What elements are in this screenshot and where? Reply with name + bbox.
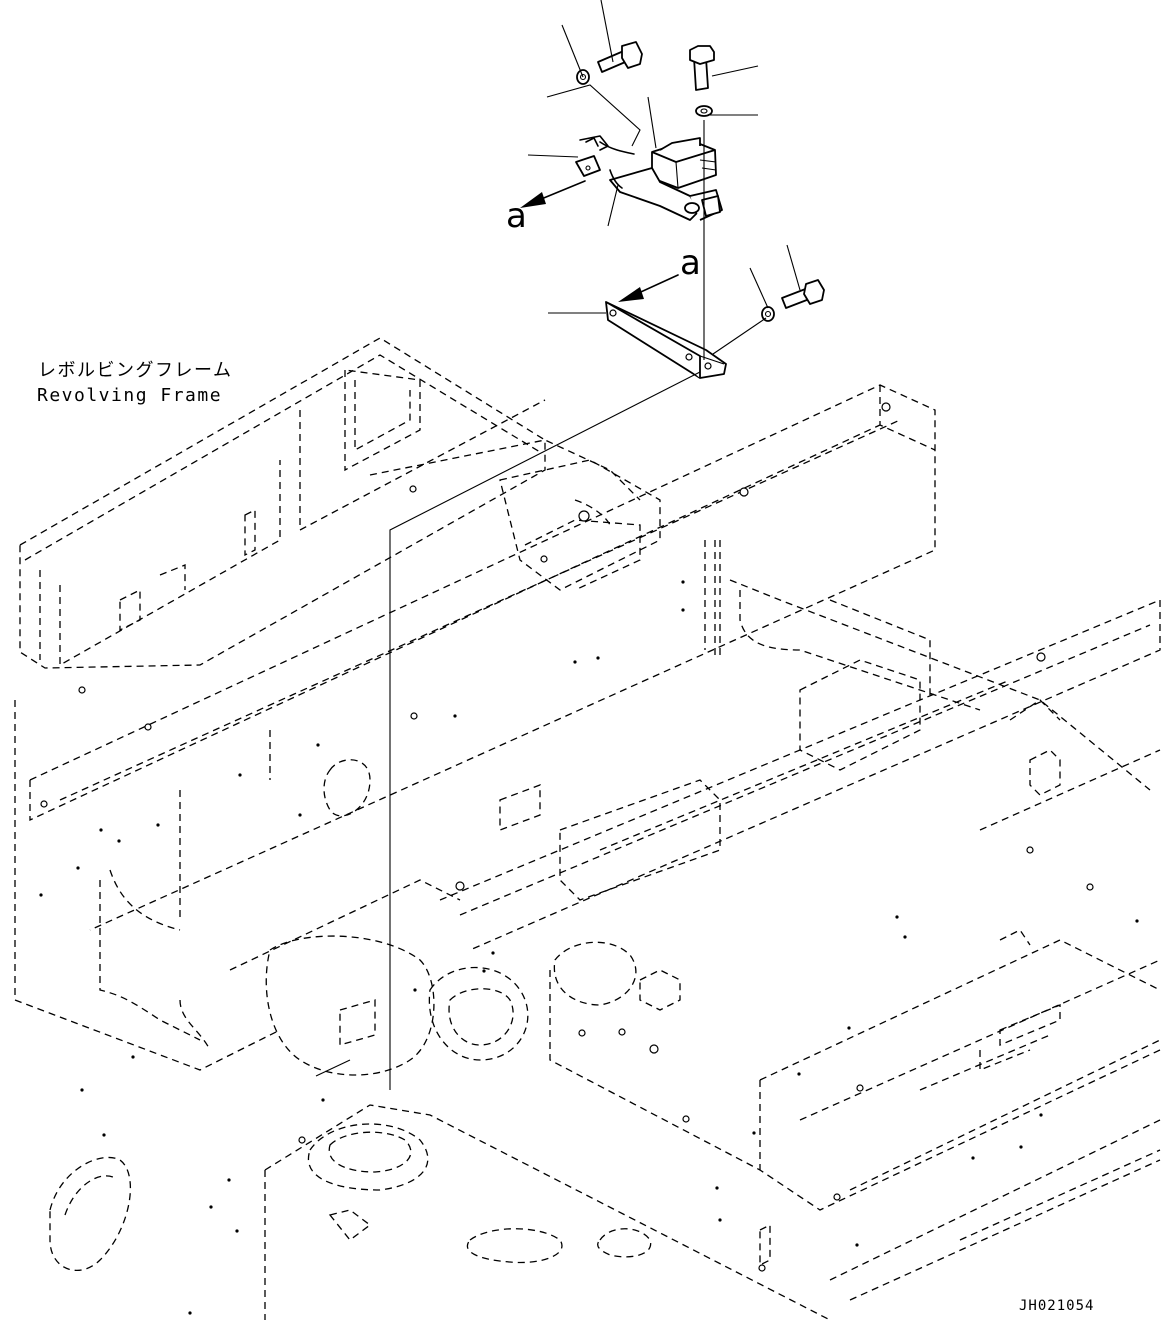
leader-lines	[315, 0, 801, 1090]
revolving-frame	[14, 337, 1161, 1321]
frame-label-japanese: レボルビングフレーム	[38, 360, 232, 381]
exploded-assembly	[315, 0, 825, 1090]
frame-label-english: Revolving Frame	[37, 385, 222, 406]
bolt-upper-left	[576, 41, 643, 85]
bolt-upper-right	[689, 45, 715, 117]
callout-arrow-lower	[618, 274, 679, 302]
frame-holes	[39, 402, 1139, 1315]
callout-a-upper: a	[506, 196, 527, 236]
bolt-lower-right	[761, 279, 825, 322]
drawing-number: JH021054	[1019, 1298, 1094, 1314]
callout-a-lower: a	[680, 243, 701, 283]
mounting-bracket	[605, 301, 727, 379]
relay-component	[575, 135, 723, 221]
callout-arrow-upper	[520, 180, 586, 208]
